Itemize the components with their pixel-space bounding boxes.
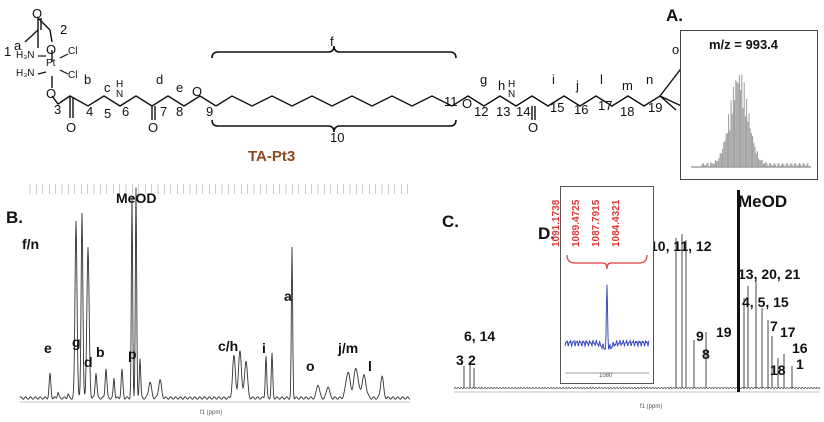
c-nmr-baseline [453, 386, 821, 390]
c-peak-19: 19 [716, 324, 732, 340]
c-peak-9: 9 [696, 328, 704, 344]
chain-label-5: 5 [104, 106, 112, 121]
chain-label-16: 16 [574, 102, 589, 117]
c-peak-17: 17 [780, 324, 796, 340]
peak-group-13-20-21: 13, 20, 21 [738, 266, 801, 282]
panel-b-xaxis: f1 (ppm) [200, 410, 223, 416]
chain-letter-e: e [176, 80, 184, 95]
chain-letter-c: c [104, 80, 111, 95]
chain-label-8: 8 [176, 104, 184, 119]
peak-label-b: b [96, 344, 105, 360]
chain-label-13: 13 [496, 104, 511, 119]
atom-label-o-ester: O [46, 86, 57, 101]
hrms-plot [564, 254, 650, 374]
chain-letter-g: g [480, 72, 488, 87]
c-peak-1: 1 [796, 356, 804, 372]
peak-label-d: d [84, 354, 93, 370]
c-peak-18: 18 [770, 362, 786, 378]
chain-label-17: 17 [598, 98, 613, 113]
panel-a-letter: A. [666, 6, 683, 25]
atom-label-a: a [14, 38, 22, 53]
structure-bonds [24, 16, 713, 133]
peak-group-10-11-12: 10, 11, 12 [650, 238, 712, 254]
atom-label-cl-top: Cl [68, 46, 78, 57]
chain-label-6: 6 [122, 104, 130, 119]
compound-name: TA-Pt3 [248, 148, 296, 165]
peak-label-p: p [128, 346, 137, 362]
peak-label-a: a [284, 288, 292, 304]
hrms-inset-frame: 1091.1738 1089.4725 1087.7915 1084.4321 … [551, 186, 654, 384]
mass-spec-plot [691, 74, 811, 168]
atom-label-h3n-top: H₃N [16, 50, 35, 61]
peak-label-g: g [72, 334, 81, 350]
chain-label-12: 12 [474, 104, 489, 119]
c-peak-6-14: 6, 14 [464, 328, 496, 344]
c-peak-2: 2 [468, 352, 476, 368]
mass-spec-mz: m/z = 993.4 [709, 37, 779, 52]
c-nmr-spectrum [453, 190, 821, 393]
peak-label-l: l [368, 358, 372, 374]
chain-letter-b: b [84, 72, 92, 87]
atom-label-1: 1 [4, 44, 12, 59]
peak-label-jm: j/m [338, 340, 359, 356]
atom-label-o-amide3: O [528, 120, 539, 135]
chain-label-11: 11 [444, 94, 458, 109]
atom-label-h3n-bot: H₃N [16, 68, 35, 79]
chain-label-3: 3 [54, 102, 62, 117]
atom-label-o-top: O [32, 6, 43, 21]
chain-letter-h: h [498, 78, 506, 93]
chain-letter-d: d [156, 72, 164, 87]
atom-label-nh1: H N [116, 79, 124, 100]
chain-label-14: 14 [516, 104, 531, 119]
chain-label-18: 18 [620, 104, 635, 119]
peak-group-4-5-15: 4, 5, 15 [742, 294, 789, 310]
atom-label-o-peg2: O [462, 96, 473, 111]
atom-label-o-mid: O [46, 42, 57, 57]
c-peak-8: 8 [702, 346, 710, 362]
chain-letter-l: l [600, 72, 603, 87]
chain-letter-j: j [576, 78, 579, 93]
c-peak-7: 7 [770, 318, 778, 334]
chain-label-19: 19 [648, 100, 663, 115]
atom-label-o-amide1: O [66, 120, 77, 135]
chain-letter-o: o [672, 42, 680, 57]
chain-label-9: 9 [206, 104, 214, 119]
atom-label-cl-bot: Cl [68, 70, 78, 81]
atom-label-2: 2 [60, 22, 68, 37]
peak-label-e: e [44, 340, 52, 356]
panel-c-letter: C. [442, 212, 459, 231]
peak-label-fn: f/n [22, 236, 40, 252]
chain-letter-n: n [646, 72, 654, 87]
atom-label-pt: Pt [46, 58, 56, 69]
panel-c-xaxis: f1 (ppm) [640, 404, 663, 410]
panel-c-solvent: MeOD [738, 192, 788, 211]
peak-label-o: o [306, 358, 315, 374]
h-nmr-spectrum [19, 184, 411, 403]
panel-d-letter: D. [538, 224, 555, 243]
atom-label-o-peg1: O [192, 84, 203, 99]
chain-letter-m: m [622, 78, 633, 93]
chain-label-4: 4 [86, 104, 94, 119]
peak-label-i: i [262, 340, 266, 356]
c-peak-3: 3 [456, 352, 464, 368]
chain-label-10: 10 [330, 130, 345, 145]
hrms-xtick: 1080 [599, 373, 613, 379]
atom-label-nh2: H N [508, 79, 516, 100]
c-peak-16: 16 [792, 340, 808, 356]
chain-letter-i: i [552, 72, 555, 87]
chain-label-15: 15 [550, 100, 565, 115]
atom-label-o-amide2: O [148, 120, 159, 135]
panel-b-letter: B. [6, 208, 23, 227]
peak-label-ch: c/h [218, 338, 239, 354]
chain-letter-f: f [330, 34, 334, 49]
chain-label-7: 7 [160, 104, 168, 119]
mass-spec-frame: m/z = 993.4 [680, 30, 818, 180]
